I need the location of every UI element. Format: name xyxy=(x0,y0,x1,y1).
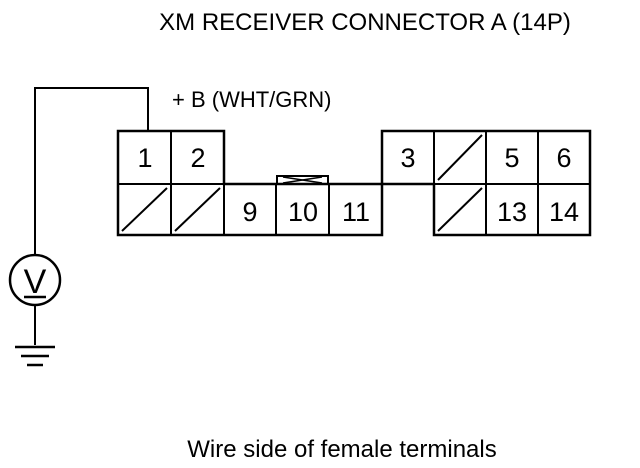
wire-label: + B (WHT/GRN) xyxy=(172,87,332,112)
voltmeter-symbol: V xyxy=(24,263,47,301)
pin-1: 1 xyxy=(137,143,152,173)
pin-5: 5 xyxy=(504,143,519,173)
locking-tab xyxy=(276,175,329,185)
voltmeter-icon: V xyxy=(8,253,62,307)
pin-6: 6 xyxy=(556,143,571,173)
pin-10: 10 xyxy=(288,197,318,227)
pin-2: 2 xyxy=(190,143,205,173)
pin-14: 14 xyxy=(549,197,579,227)
pin-9: 9 xyxy=(242,197,257,227)
empty-cavity-mark xyxy=(437,187,483,232)
empty-cavity-mark xyxy=(174,187,221,232)
ground-icon xyxy=(15,345,55,367)
diagram-title: XM RECEIVER CONNECTOR A (14P) xyxy=(159,9,571,36)
pin-3: 3 xyxy=(400,143,415,173)
empty-cavity-mark xyxy=(437,134,483,181)
probe-wire xyxy=(34,87,149,255)
pin-labels: 1 2 3 5 6 9 10 11 13 14 xyxy=(137,143,579,227)
pin-13: 13 xyxy=(497,197,527,227)
diagram-caption: Wire side of female terminals xyxy=(187,436,496,463)
empty-cavity-marks xyxy=(121,134,483,232)
empty-cavity-mark xyxy=(121,187,168,232)
connector-body xyxy=(116,129,592,237)
pin-11: 11 xyxy=(342,197,370,227)
